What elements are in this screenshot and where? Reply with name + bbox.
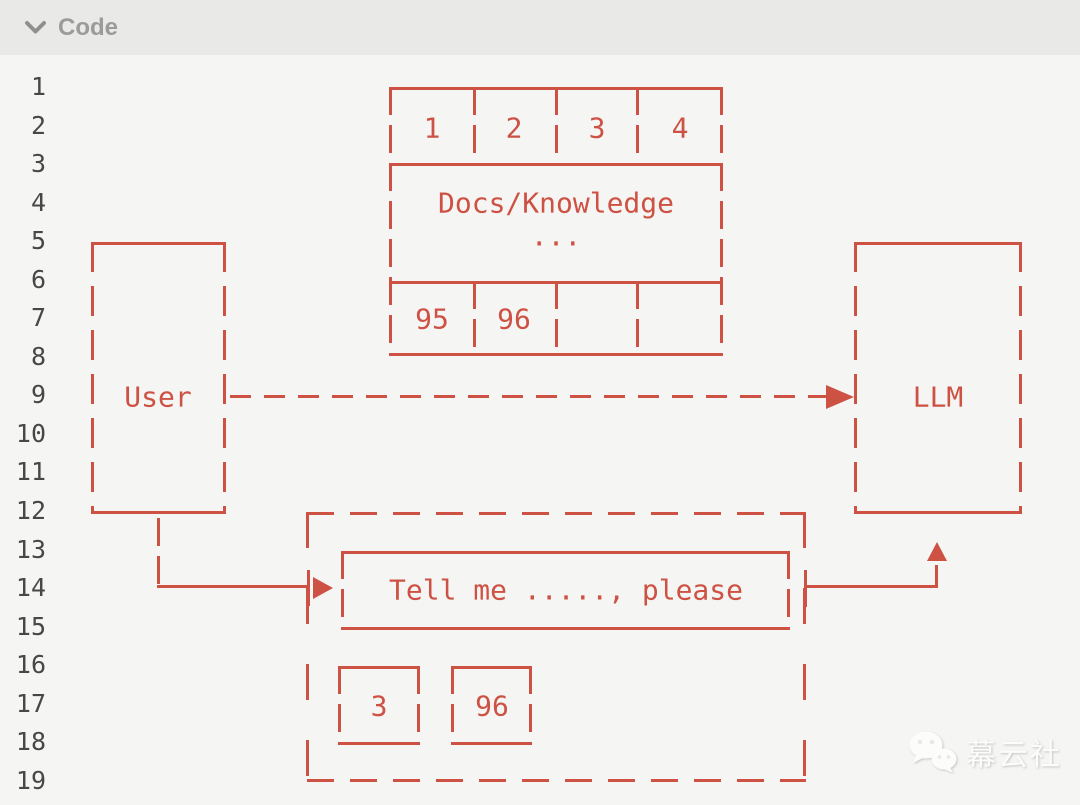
- context-right-border: [803, 512, 806, 782]
- prompt-to-llm-tick: [804, 570, 807, 607]
- prompt-box-bottom-border: [342, 627, 790, 630]
- line-number: 15: [15, 611, 46, 641]
- wechat-icon: [909, 731, 957, 773]
- user-box-bottom-border: [92, 511, 226, 514]
- table-col-divider: [473, 281, 476, 356]
- table-cell: 1: [423, 111, 441, 145]
- prompt-to-llm-horizontal: [806, 585, 937, 588]
- line-number-gutter: 1 2 3 4 5 6 7 8 9 10 11 12 13 14 15 16 1…: [0, 68, 46, 800]
- table-cell: 4: [671, 111, 689, 145]
- prompt-box-top-border: [342, 551, 790, 554]
- llm-box-top-border: [855, 242, 1022, 245]
- table-cell: 96: [497, 302, 531, 336]
- table-cell: 95: [415, 302, 449, 336]
- table-col-divider: [636, 87, 639, 166]
- table-col-divider: [555, 87, 558, 166]
- llm-label: LLM: [912, 380, 964, 414]
- chunk-box-bottom-border: [452, 742, 532, 745]
- user-label: User: [124, 380, 192, 414]
- chunk-box-left-border: [451, 666, 454, 745]
- table-title: Docs/Knowledge: [437, 186, 675, 220]
- llm-box-right-border: [1019, 242, 1022, 514]
- line-number: 19: [15, 765, 46, 795]
- context-top-border: [307, 512, 806, 515]
- line-number: 2: [30, 110, 46, 140]
- chevron-down-icon[interactable]: [24, 20, 47, 35]
- table-col-divider: [636, 281, 639, 356]
- code-section-header: Code: [0, 0, 1080, 55]
- line-number: 18: [15, 727, 46, 757]
- section-title: Code: [58, 13, 118, 41]
- watermark-text: 幕云社: [966, 738, 1062, 773]
- prompt-box-left-border: [341, 551, 344, 630]
- chunk-box-right-border: [529, 666, 532, 745]
- line-number: 12: [15, 496, 46, 526]
- table-left-border: [389, 87, 392, 356]
- chunk-box-top-border: [339, 666, 420, 669]
- table-col-divider: [555, 281, 558, 356]
- user-box-right-border: [223, 242, 226, 514]
- line-number: 14: [15, 573, 46, 603]
- line-number: 9: [30, 380, 46, 410]
- chunk-label: 3: [370, 689, 388, 723]
- user-box-left-border: [91, 242, 94, 514]
- watermark: 幕云社: [908, 730, 1062, 774]
- prompt-to-llm-vertical: [935, 565, 938, 588]
- context-bottom-border: [307, 779, 806, 782]
- table-right-border: [720, 87, 723, 356]
- llm-box-bottom-border: [855, 511, 1022, 514]
- line-number: 5: [30, 226, 46, 256]
- line-number: 16: [15, 650, 46, 680]
- llm-box-left-border: [854, 242, 857, 514]
- line-number: 1: [30, 72, 46, 101]
- arrowhead-up-icon: [927, 542, 947, 561]
- table-cell: 2: [505, 111, 523, 145]
- line-number: 13: [15, 534, 46, 564]
- line-number: 6: [30, 264, 46, 294]
- arrowhead-right-icon: [313, 577, 333, 599]
- chunk-box-bottom-border: [339, 742, 420, 745]
- line-number: 17: [15, 688, 46, 718]
- context-left-border: [306, 512, 309, 782]
- line-number: 8: [30, 341, 46, 371]
- line-number: 7: [30, 303, 46, 333]
- line-number: 4: [30, 187, 46, 217]
- table-col-divider: [473, 87, 476, 166]
- line-number: 10: [15, 418, 46, 448]
- chunk-box-left-border: [338, 666, 341, 745]
- table-cell: 3: [588, 111, 606, 145]
- line-number: 11: [15, 457, 46, 487]
- chunk-box-top-border: [452, 666, 532, 669]
- prompt-box-right-border: [787, 551, 790, 630]
- user-to-llm-arrow-line: [230, 395, 827, 398]
- user-to-prompt-vertical: [157, 518, 160, 586]
- user-to-prompt-horizontal: [157, 585, 307, 588]
- user-box-top-border: [92, 242, 226, 245]
- arrowhead-right-icon: [826, 385, 854, 409]
- line-number: 3: [30, 149, 46, 179]
- table-ellipsis: ...: [530, 219, 582, 253]
- prompt-label: Tell me ....., please: [388, 573, 744, 607]
- chunk-box-right-border: [417, 666, 420, 745]
- chunk-label: 96: [475, 689, 509, 723]
